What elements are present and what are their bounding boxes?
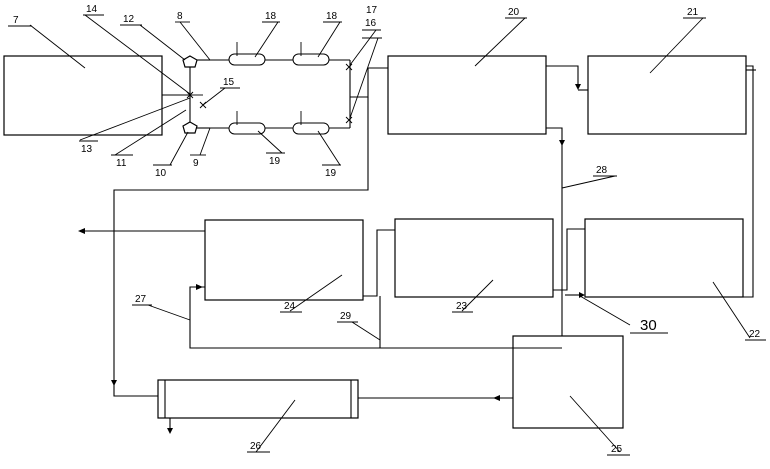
valve-16-symbol (345, 63, 353, 71)
reactor-18-left (228, 53, 266, 66)
label-29: 29 (340, 311, 352, 322)
pipe-22-to-23 (553, 228, 585, 291)
arrow-27 (196, 284, 203, 290)
label-26: 26 (250, 441, 262, 452)
label-16: 16 (365, 18, 377, 29)
leader-27 (147, 304, 191, 321)
valve-17-symbol (345, 116, 353, 124)
unit-26-box (157, 379, 359, 419)
leader-23 (461, 279, 494, 312)
leader-8 (179, 21, 211, 61)
pipe-20-to-21 (546, 65, 579, 86)
label-22: 22 (749, 329, 761, 340)
label-25: 25 (611, 444, 623, 455)
leader-26 (255, 399, 296, 453)
label-27: 27 (135, 294, 147, 305)
label-24: 24 (284, 301, 296, 312)
leader-19b (317, 130, 341, 166)
leader-13 (79, 97, 191, 141)
leader-14 (84, 14, 191, 95)
leader-22 (712, 281, 751, 339)
label-14: 14 (86, 4, 98, 15)
label-8: 8 (177, 11, 183, 22)
leader-7 (29, 24, 86, 69)
recycle-line (113, 97, 369, 397)
leader-29 (351, 321, 381, 341)
label-17: 17 (366, 5, 378, 16)
unit-20-box (387, 55, 547, 135)
arrow-28 (559, 140, 565, 146)
label-19b: 19 (325, 168, 337, 179)
label-13: 13 (81, 144, 93, 155)
pipe-to-unit-20 (350, 67, 388, 98)
leader-18a (254, 21, 279, 58)
unit-23-box (394, 218, 554, 298)
arrow-outlet-26 (167, 428, 173, 434)
label-9: 9 (193, 158, 199, 169)
leader-28 (561, 175, 616, 189)
leader-20 (474, 17, 526, 67)
reactor-18-right (292, 53, 330, 66)
unit-24-box (204, 219, 364, 301)
arrow-recycle (111, 380, 117, 386)
label-30: 30 (640, 317, 657, 334)
leader-10 (169, 131, 189, 166)
label-21: 21 (687, 7, 699, 18)
leader-15 (202, 87, 226, 106)
leader-9 (199, 127, 211, 156)
leader-21 (649, 17, 704, 74)
unit-22-box (584, 218, 744, 298)
leader-16 (349, 29, 377, 66)
leader-17 (349, 37, 379, 119)
leader-18b (317, 21, 341, 58)
pipe-23-to-24 (363, 229, 395, 297)
unit-7-box (3, 55, 163, 136)
label-18a: 18 (265, 11, 277, 22)
label-20: 20 (508, 7, 520, 18)
arrow-outlet-24 (78, 228, 85, 234)
arrow-20-21 (575, 84, 581, 90)
label-28: 28 (596, 165, 608, 176)
leader-19a (257, 130, 283, 154)
reactor-19-right (292, 122, 330, 135)
label-23: 23 (456, 301, 468, 312)
reactor-19-left (228, 122, 266, 135)
label-15: 15 (223, 77, 235, 88)
label-19a: 19 (269, 156, 281, 167)
leader-24 (289, 274, 343, 312)
unit-21-box (587, 55, 747, 135)
leader-12 (139, 24, 186, 61)
pipe-28 (546, 127, 563, 336)
unit-25-box (512, 335, 624, 429)
label-7: 7 (13, 15, 19, 26)
label-18b: 18 (326, 11, 338, 22)
label-10: 10 (155, 168, 167, 179)
label-12: 12 (123, 14, 135, 25)
leader-30 (579, 295, 631, 326)
label-11: 11 (116, 158, 127, 169)
pump-upper (182, 55, 198, 68)
pump-lower (182, 121, 198, 134)
leader-25 (569, 395, 621, 453)
leader-11 (114, 109, 187, 156)
pipe-21-to-22 (743, 65, 754, 298)
arrow-25-26 (493, 395, 500, 401)
